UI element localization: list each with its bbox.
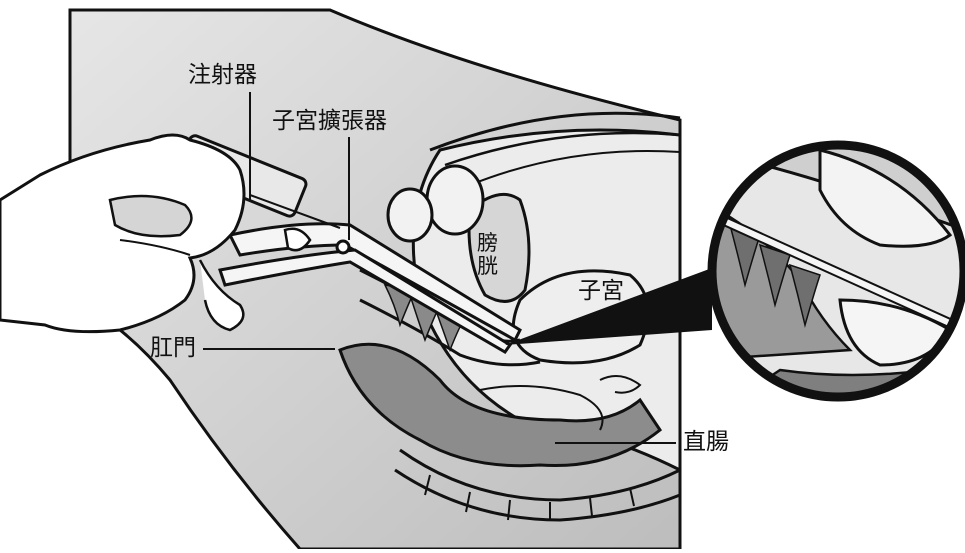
bladder-label-line1: 膀 xyxy=(477,232,498,255)
rectum-label: 直腸 xyxy=(683,431,729,454)
anus-label: 肛門 xyxy=(150,337,196,360)
syringe-label: 注射器 xyxy=(188,64,257,87)
uterus-label: 子宮 xyxy=(578,280,624,303)
bladder-label: 膀 胱 xyxy=(477,232,498,278)
speculum-label: 子宮擴張器 xyxy=(272,110,387,133)
bladder-label-line2: 胱 xyxy=(477,255,498,278)
